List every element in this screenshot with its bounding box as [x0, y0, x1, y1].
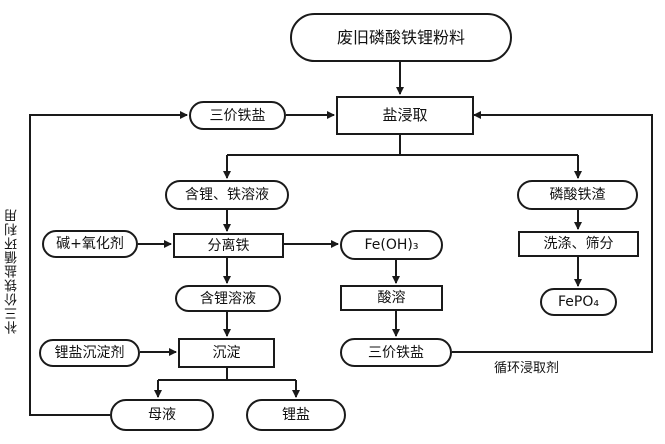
- node-raw-material: 废旧磷酸铁锂粉料: [290, 13, 512, 62]
- node-separate-iron: 分离铁: [173, 233, 284, 258]
- node-feoh3: Fe(OH)₃: [340, 230, 443, 260]
- node-iron-phosphate-residue: 磷酸铁渣: [517, 180, 638, 210]
- edge-left-recycle-loop: [29, 111, 188, 416]
- node-raw-material-label: 废旧磷酸铁锂粉料: [336, 27, 465, 47]
- node-precipitation-label: 沉淀: [212, 345, 241, 361]
- label-left-recycle: 补三价铁盐循环利用: [5, 208, 20, 334]
- node-fepo4-label: FePO₄: [558, 294, 599, 310]
- node-lithium-salt-label: 锂盐: [282, 407, 310, 423]
- label-right-recycle: 循环浸取剂: [494, 361, 560, 376]
- node-fepo4: FePO₄: [540, 288, 617, 316]
- node-acid-dissolve: 酸溶: [340, 285, 443, 311]
- node-fe3-salt-bottom-label: 三价铁盐: [368, 344, 424, 361]
- node-li-precipitant-label: 锂盐沉淀剂: [54, 345, 125, 361]
- node-li-fe-solution-label: 含锂、铁溶液: [185, 187, 269, 203]
- node-mother-liquor-label: 母液: [148, 407, 176, 423]
- node-li-fe-solution: 含锂、铁溶液: [165, 180, 289, 210]
- node-separate-iron-label: 分离铁: [207, 237, 250, 254]
- node-li-solution-label: 含锂溶液: [200, 290, 256, 307]
- node-lithium-salt: 锂盐: [246, 399, 346, 431]
- node-fe3-salt-top-label: 三价铁盐: [209, 107, 266, 124]
- node-wash-sieve: 洗涤、筛分: [518, 231, 639, 257]
- node-li-precipitant: 锂盐沉淀剂: [39, 339, 140, 367]
- node-feoh3-label: Fe(OH)₃: [364, 237, 419, 253]
- node-iron-phosphate-residue-label: 磷酸铁渣: [549, 187, 606, 203]
- node-fe3-salt-top: 三价铁盐: [189, 101, 286, 130]
- node-alkali-oxidant-label: 碱+氧化剂: [56, 236, 124, 252]
- node-alkali-oxidant: 碱+氧化剂: [42, 230, 138, 258]
- node-fe3-salt-bottom: 三价铁盐: [340, 338, 452, 367]
- node-wash-sieve-label: 洗涤、筛分: [543, 236, 614, 252]
- node-salt-leach: 盐浸取: [336, 96, 474, 135]
- node-salt-leach-label: 盐浸取: [382, 106, 428, 124]
- node-acid-dissolve-label: 酸溶: [377, 290, 406, 306]
- edge-right-recycle-loop: [452, 111, 653, 353]
- node-mother-liquor: 母液: [110, 399, 214, 431]
- node-precipitation: 沉淀: [178, 338, 275, 368]
- node-li-solution: 含锂溶液: [175, 285, 281, 312]
